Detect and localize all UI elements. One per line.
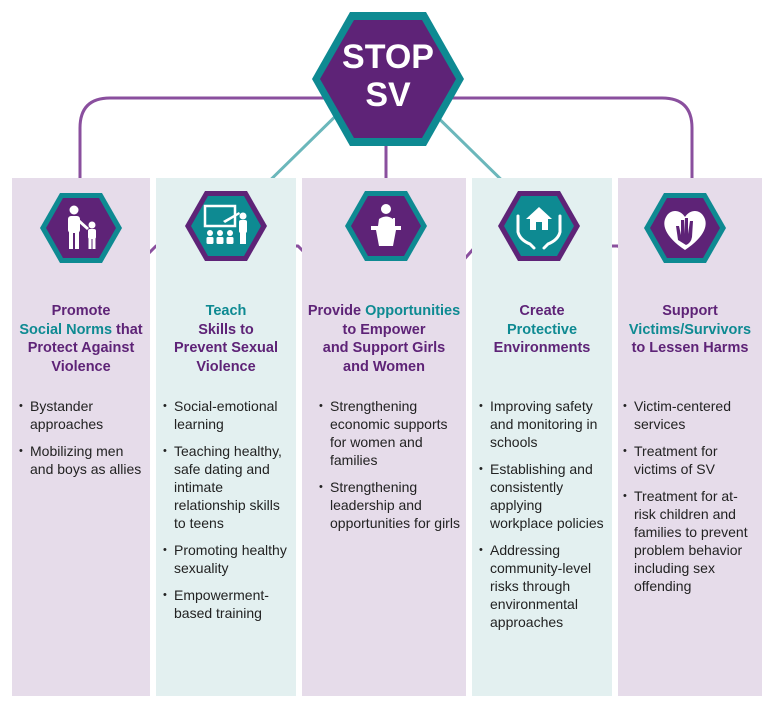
heading-line: Social Norms that [12,321,150,340]
strategy-list: Social-emotional learningTeaching health… [162,397,292,631]
heading-segment: that [112,321,143,338]
heading-segment: Violence [196,358,256,375]
heading-line: Victims/Survivors [618,321,762,340]
stop-sv-line2: SV [365,76,411,114]
heading-line: Prevent Sexual [156,339,296,358]
heading-segment: Create [519,303,565,319]
heart-hand-icon [644,193,726,263]
heading-line: Violence [156,358,296,377]
heading-line: and Support Girls [302,339,466,358]
heading-segment: Opportunities [365,303,461,319]
list-item: Strengthening economic supports for wome… [318,397,462,469]
list-item: Strengthening leadership and opportuniti… [318,478,462,532]
strategy-list: Victim-centered servicesTreatment for vi… [622,397,758,604]
list-item: Victim-centered services [622,397,758,433]
heading-segment: Protective [506,321,578,338]
heading-line: to Empower [302,321,466,340]
heading-line: Protect Against [12,339,150,358]
heading-line: Create [472,302,612,321]
heading-segment: and Support Girls [322,340,446,356]
heading-line: Provide Opportunities [302,302,466,321]
heading-segment: Promote [51,303,111,319]
list-item: Treatment for victims of SV [622,442,758,478]
hands-house-icon [498,191,580,261]
heading-line: Protective [472,321,612,340]
teacher-classroom-icon [185,191,267,261]
list-item: Establishing and consistently applying w… [478,460,608,532]
stop-sv-line1: STOP [342,38,434,76]
heading-segment: Environments [493,340,591,356]
list-item: Social-emotional learning [162,397,292,433]
heading-segment: Violence [51,358,111,375]
heading-segment: to Empower [342,321,426,338]
heading-line: Teach [156,302,296,321]
heading-segment: Victims/Survivors [628,321,752,338]
heading-segment: Skills to [198,321,254,338]
heading-segment: Provide [307,303,366,319]
parent-child-icon [40,193,122,263]
heading-line: Violence [12,358,150,377]
list-item: Promoting healthy sexuality [162,541,292,577]
heading-segment: Teach [205,303,247,319]
list-item: Empowerment-based training [162,586,292,622]
heading-segment: to Lessen Harms [631,340,749,356]
podium-speaker-icon [345,191,427,261]
heading-segment: Support [662,303,718,319]
strategy-list: Improving safety and monitoring in schoo… [478,397,608,640]
stop-sv-hexagon [312,12,464,146]
list-item: Mobilizing men and boys as allies [18,442,146,478]
list-item: Treatment for at-risk children and famil… [622,487,758,595]
connector-col-1 [78,96,332,202]
heading-line: to Lessen Harms [618,339,762,358]
heading-segment: Prevent Sexual [174,340,278,356]
heading-line: Support [618,302,762,321]
heading-segment: Social Norms [19,321,113,338]
strategy-list: Bystander approachesMobilizing men and b… [18,397,146,487]
heading-line: Environments [472,339,612,358]
heading-line: Promote [12,302,150,321]
list-item: Bystander approaches [18,397,146,433]
list-item: Improving safety and monitoring in schoo… [478,397,608,451]
connector-col-5 [440,96,694,202]
heading-line: Skills to [156,321,296,340]
list-item: Teaching healthy, safe dating and intima… [162,442,292,532]
stop-sv-title: STOP SV [318,38,458,114]
heading-line: and Women [302,358,466,377]
strategy-list: Strengthening economic supports for wome… [318,397,462,541]
heading-segment: and Women [343,358,425,375]
heading-segment: Protect Against [27,340,135,356]
list-item: Addressing community-level risks through… [478,541,608,631]
